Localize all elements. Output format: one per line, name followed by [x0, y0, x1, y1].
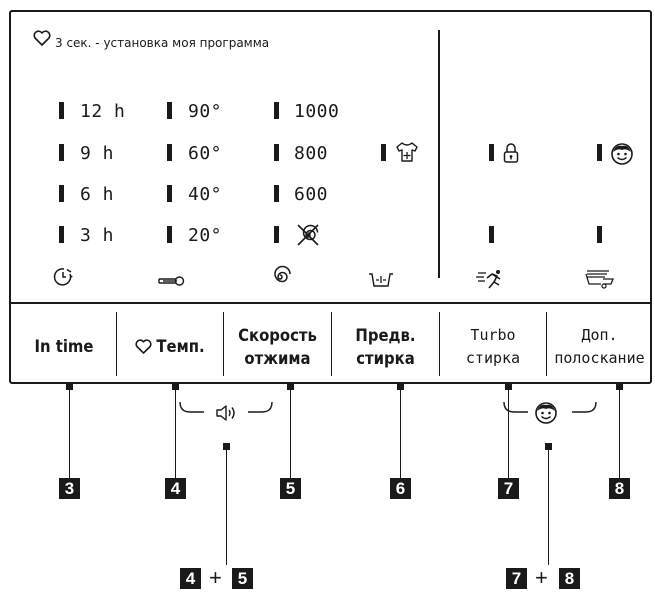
in-time-value: 3 h — [80, 225, 115, 246]
in-time-button-label: In time — [34, 337, 94, 356]
heart-icon — [135, 339, 152, 354]
temperature-button-label: Темп. — [156, 337, 205, 356]
extra-rinse-button-line2: полоскание — [554, 349, 645, 367]
extra-rinse-button-line1: Доп. — [581, 326, 618, 344]
callout-dot — [172, 383, 179, 390]
turbo-indicator — [489, 144, 494, 161]
temperature-value: 90° — [188, 101, 223, 122]
prewash-button-line2: стирка — [356, 349, 415, 368]
turbo-runner-icon — [476, 270, 501, 289]
extra-rinse-lower-indicator — [597, 226, 602, 243]
button-separator — [439, 312, 440, 376]
turbo-wash-button[interactable]: Turbo стирка — [440, 324, 546, 370]
in-time-indicator — [59, 185, 64, 202]
callout-dot — [397, 383, 404, 390]
temperature-indicator — [167, 226, 172, 243]
callout-number: 4 — [165, 478, 186, 499]
spin-speed-button[interactable]: Скорость отжима — [224, 324, 331, 370]
combo-plus: + — [209, 565, 222, 590]
button-separator — [546, 312, 547, 376]
callout-dot — [66, 383, 73, 390]
in-time-indicator — [59, 226, 64, 243]
in-time-value: 9 h — [80, 143, 115, 164]
callout-dot — [287, 383, 294, 390]
spin-indicator — [274, 144, 279, 161]
combo-number: 8 — [559, 568, 580, 589]
extra-rinse-shirt-icon — [396, 142, 418, 162]
callout-number: 7 — [498, 478, 519, 499]
prewash-button[interactable]: Предв. стирка — [332, 324, 439, 370]
smiley-icon — [611, 143, 633, 165]
temperature-value: 40° — [188, 184, 223, 205]
combo-bracket — [179, 401, 273, 413]
in-time-value: 6 h — [80, 184, 115, 205]
combo-number: 4 — [180, 568, 201, 589]
in-time-indicator — [59, 144, 64, 161]
combo-dot — [545, 443, 552, 450]
spin-speed-button-line2: отжима — [244, 349, 311, 368]
combo-bracket — [503, 401, 597, 413]
combo-number: 5 — [232, 568, 253, 589]
spin-value: 1000 — [294, 101, 340, 122]
button-separator — [331, 312, 332, 376]
turbo-lower-indicator — [489, 226, 494, 243]
spin-value: 800 — [294, 143, 329, 164]
in-time-indicator — [59, 102, 64, 119]
callout-line — [69, 390, 70, 478]
combo-plus: + — [535, 565, 548, 590]
combo-number: 7 — [506, 568, 527, 589]
extra-rinse-button[interactable]: Доп. полоскание — [546, 324, 653, 370]
callout-number: 6 — [390, 478, 411, 499]
panel-divider-horizontal — [10, 302, 651, 304]
extra-rinse-indicator — [597, 144, 602, 161]
prewash-tub-icon — [369, 273, 393, 287]
button-separator — [116, 312, 117, 376]
timer-icon — [53, 268, 73, 286]
combo-line — [226, 450, 227, 565]
temperature-indicator — [167, 102, 172, 119]
combo-line — [548, 450, 549, 565]
in-time-button[interactable]: In time — [12, 322, 116, 372]
thermometer-icon — [158, 276, 185, 286]
spin-icon — [274, 265, 291, 283]
temperature-indicator — [167, 144, 172, 161]
prewash-indicator — [381, 144, 386, 161]
spin-indicator — [274, 185, 279, 202]
control-panel — [9, 10, 652, 384]
temperature-indicator — [167, 185, 172, 202]
callout-dot — [616, 383, 623, 390]
temperature-button[interactable]: Темп. — [117, 322, 223, 372]
no-spin-icon — [297, 224, 319, 246]
in-time-value: 12 h — [80, 101, 126, 122]
callout-line — [175, 390, 176, 478]
spin-indicator — [274, 226, 279, 243]
callout-number: 8 — [609, 478, 630, 499]
combo-dot — [223, 443, 230, 450]
lock-icon — [503, 143, 519, 163]
temperature-value: 60° — [188, 143, 223, 164]
panel-divider-vertical — [438, 30, 440, 278]
turbo-wash-button-line1: Turbo — [470, 326, 516, 344]
callout-dot — [505, 383, 512, 390]
program-hint-text: 3 сек. - установка моя программа — [55, 36, 270, 50]
callout-line — [400, 390, 401, 478]
spin-speed-button-line1: Скорость — [238, 326, 317, 345]
temperature-value: 20° — [188, 225, 223, 246]
sound-icon — [216, 405, 235, 421]
prewash-button-line1: Предв. — [355, 326, 416, 345]
rinse-tub-icon — [585, 270, 614, 289]
callout-line — [508, 390, 509, 478]
callout-number: 5 — [280, 478, 301, 499]
spin-indicator — [274, 102, 279, 119]
spin-value: 600 — [294, 184, 329, 205]
callout-line — [290, 390, 291, 478]
turbo-wash-button-line2: стирка — [465, 349, 521, 367]
callout-line — [619, 390, 620, 478]
heart-icon — [33, 30, 51, 46]
button-separator — [223, 312, 224, 376]
child-lock-smiley-icon — [535, 402, 557, 424]
callout-number: 3 — [59, 478, 80, 499]
